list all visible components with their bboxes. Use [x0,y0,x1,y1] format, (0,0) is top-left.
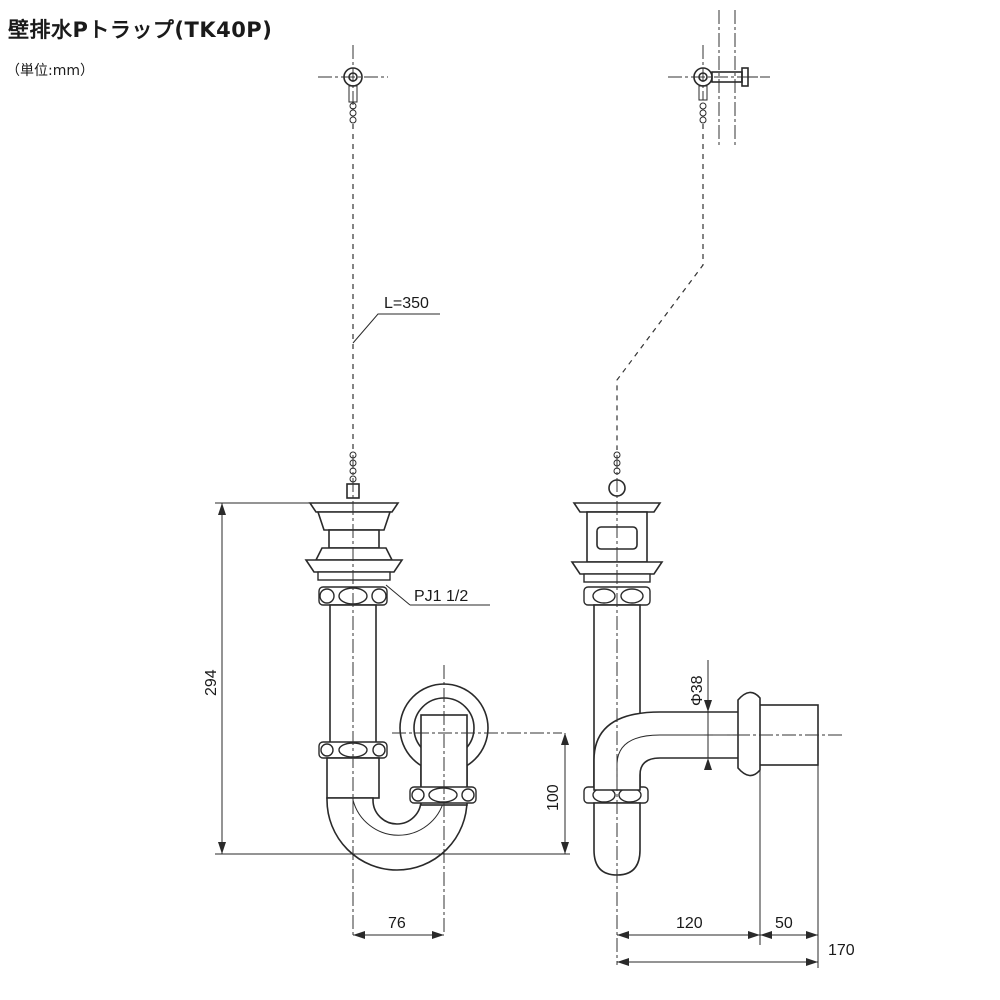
dim-wall: 120 50 170 [617,765,855,968]
wall-to-center-label: 120 [676,915,703,932]
side-view [570,10,845,965]
dim-total-height: 294 [203,502,570,855]
thread-callout: PJ1 1/2 [385,584,490,606]
trap-offset-label: 76 [388,915,406,932]
front-view: L=350 PJ1 1 [304,45,562,935]
total-height-label: 294 [203,669,220,696]
unit-note: （単位:mm） [6,63,94,79]
chain-length-label: L=350 [384,295,429,312]
page-title: 壁排水Pトラップ(TK40P) [8,18,273,42]
thread-label: PJ1 1/2 [414,588,468,605]
front-hook [318,45,388,124]
dim-trap-offset: 76 [353,915,444,939]
dim-pipe-diameter: Φ38 [689,660,712,770]
total-depth-label: 170 [828,942,855,959]
front-drain-head [304,502,404,581]
pipe-diameter-label: Φ38 [689,675,706,706]
side-hook [668,45,770,124]
wall-flange-label: 50 [775,915,793,932]
side-chain [616,124,704,450]
chain-length-callout: L=350 [352,295,440,344]
dim-trap-height: 100 [545,733,569,854]
trap-height-label: 100 [545,784,562,811]
